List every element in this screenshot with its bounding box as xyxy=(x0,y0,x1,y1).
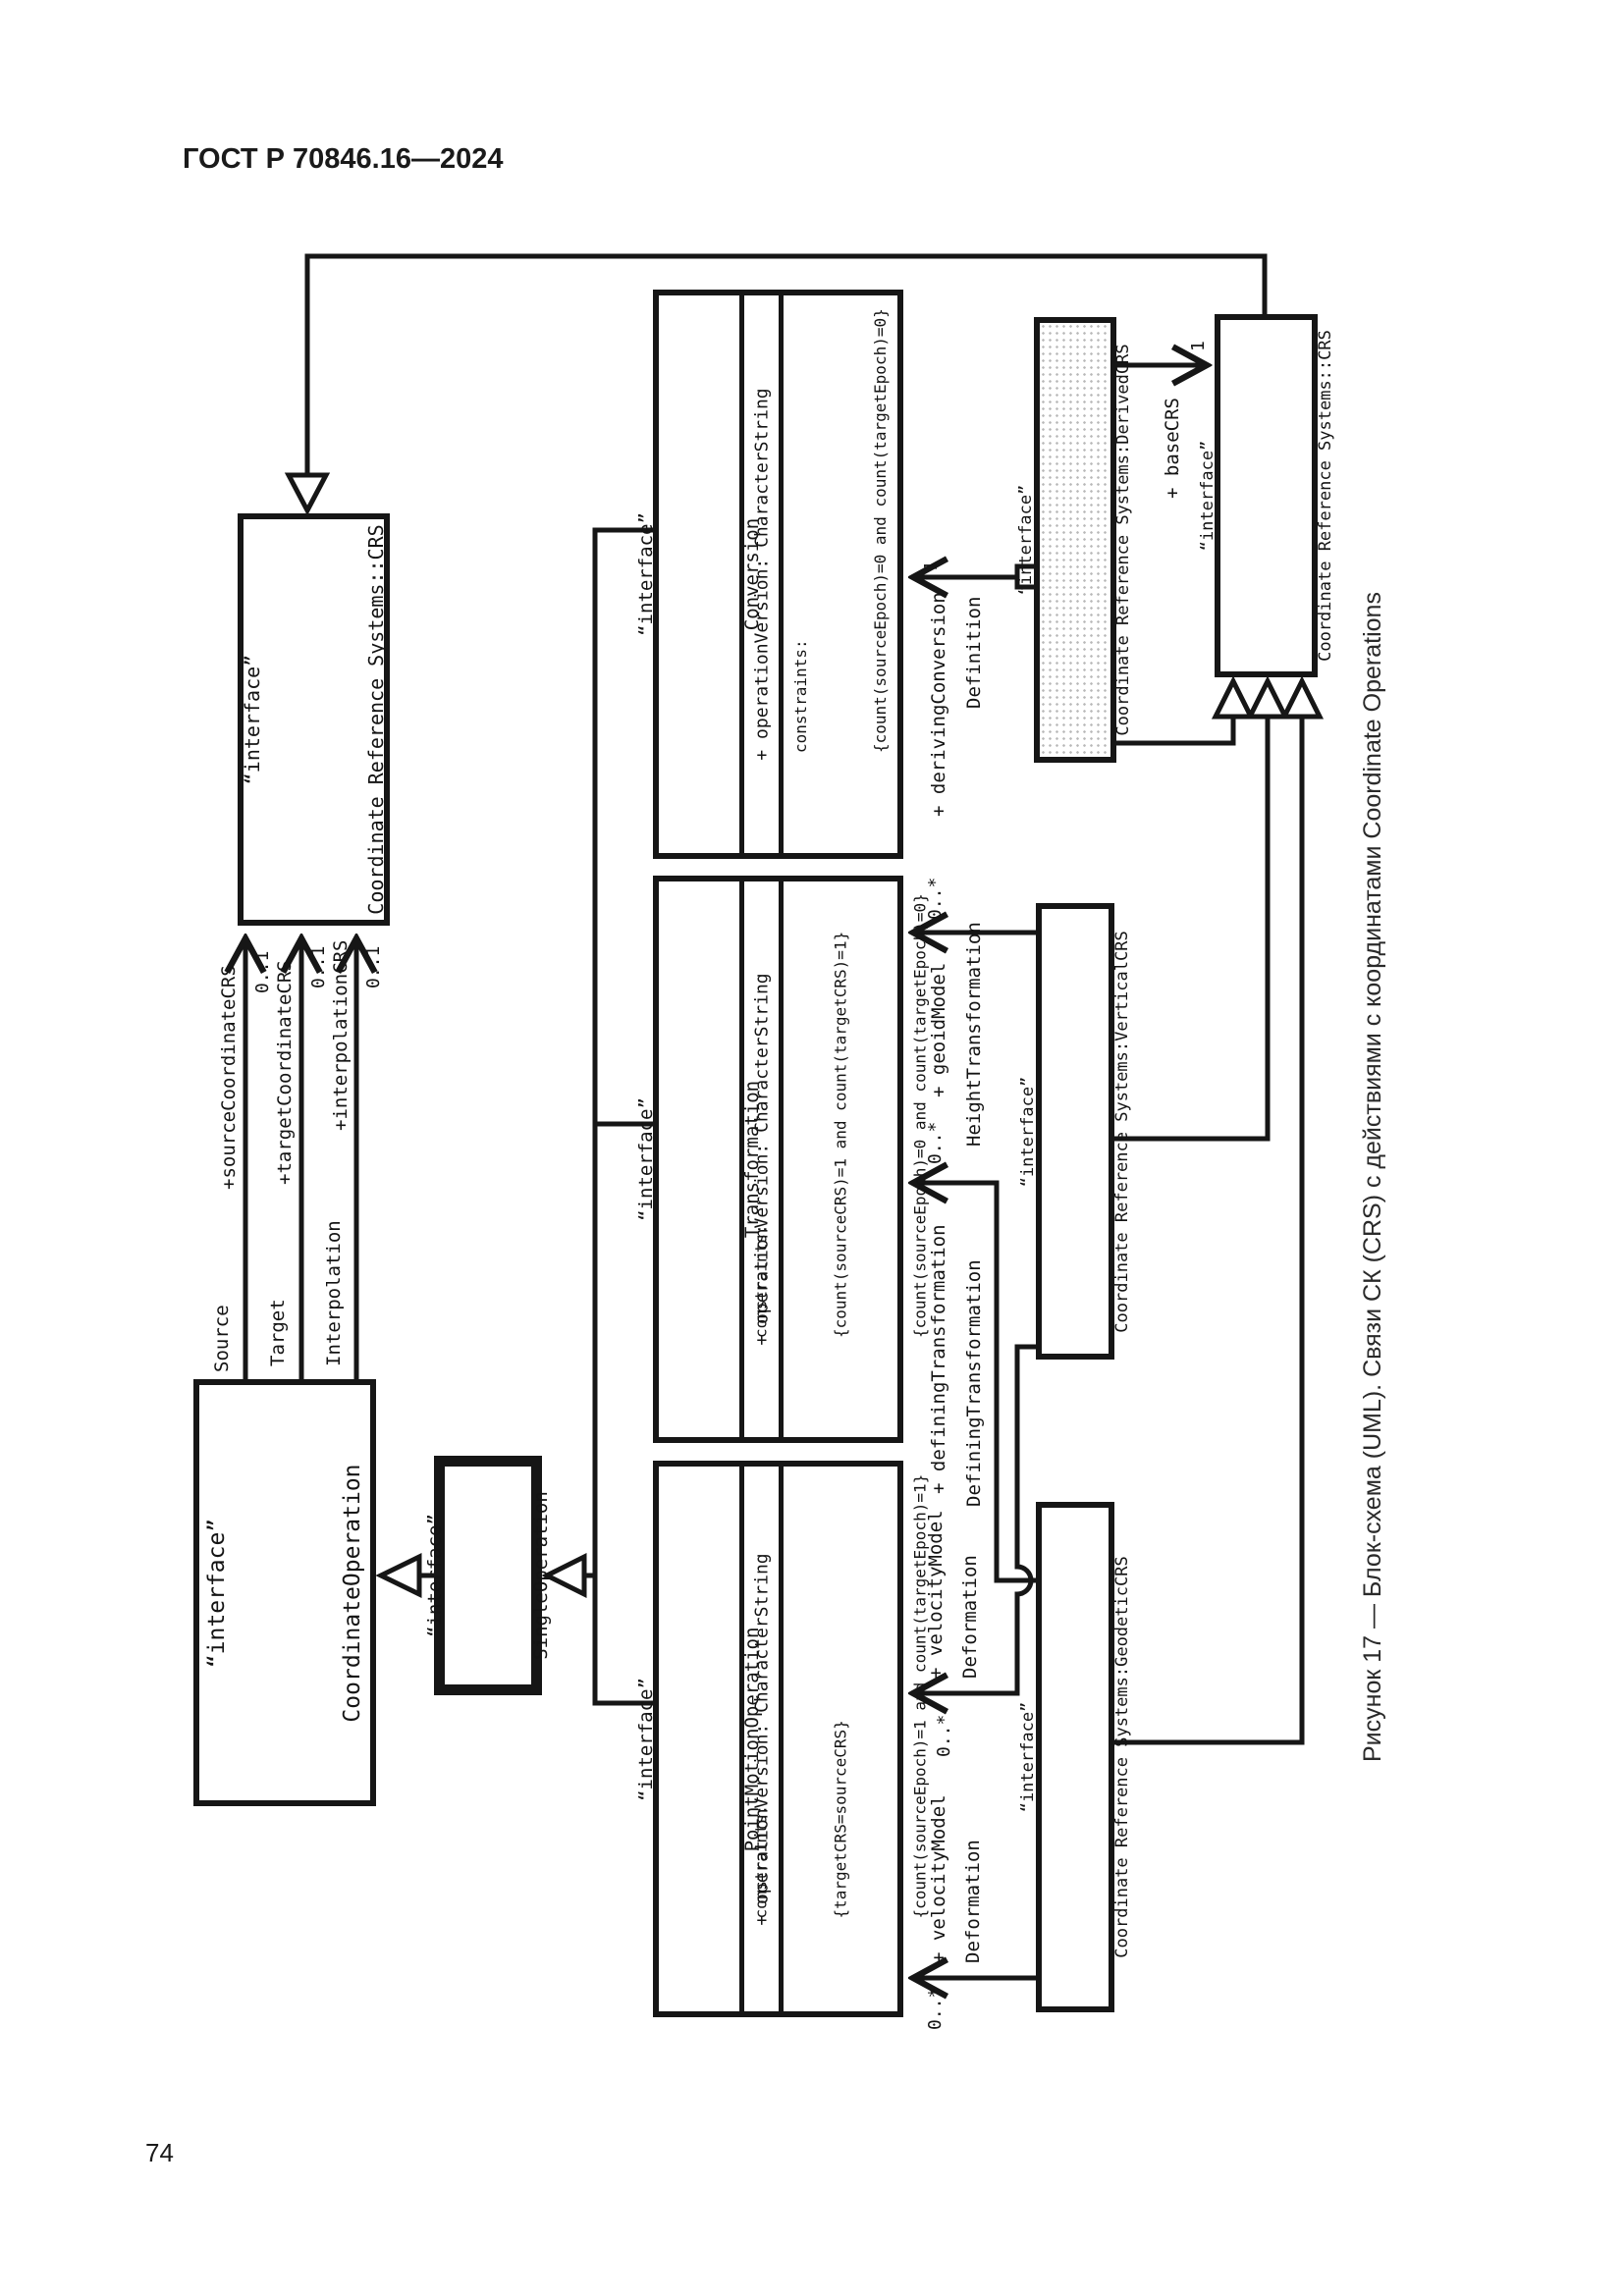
geodeticcrs-stereotype: “interface” xyxy=(1018,1701,1038,1813)
geodeticcrs-name: Coordinate Reference Systems:GeodeticCRS xyxy=(1112,1556,1132,1958)
class-verticalcrs: “interface” Coordinate Reference Systems… xyxy=(1018,903,1132,1360)
class-geodeticcrs: “interface” Coordinate Reference Systems… xyxy=(1018,1502,1132,2012)
assoc-source-name: Source xyxy=(211,1305,233,1372)
assoc-derivingconversion-mult: 1 xyxy=(921,561,942,571)
assoc-derivingconversion-role: + derivingConversion xyxy=(928,592,949,817)
assoc-source-role: +sourceCoordinateCRS xyxy=(218,965,240,1190)
crs-left-name: Coordinate Reference Systems::CRS xyxy=(363,524,388,915)
conversion-stereotype: “interface” xyxy=(635,512,657,636)
assoc-definingtransformation-name: DefiningTransformation xyxy=(963,1259,985,1507)
coordinateoperation-stereotype: “interface” xyxy=(204,1518,230,1668)
transformation-stereotype: “interface” xyxy=(635,1097,657,1221)
gen-triangle-crs-right-3 xyxy=(1279,675,1325,720)
gen-triangle-singleoperation xyxy=(541,1552,587,1599)
verticalcrs-name: Coordinate Reference Systems:VerticalCRS xyxy=(1112,930,1132,1333)
transformation-attr-compartment: + operationVersion: CharacterString xyxy=(739,881,779,1437)
assoc-velocitymodel-geodetic-role: + velocityModel xyxy=(928,1794,949,1963)
crs-right-stereotype: “interface” xyxy=(1197,440,1218,552)
pointmotion-stereotype: “interface” xyxy=(635,1677,657,1801)
assoc-basecrs-mult: 1 xyxy=(1188,341,1209,351)
assoc-velocitymodel-vertical-mult: 0..* xyxy=(934,1714,954,1757)
transformation-constraint-1: {count(sourceCRS)=1 and count(targetCRS)… xyxy=(831,931,850,1338)
transformation-constraints-compartment: constraints: {count(sourceCRS)=1 and cou… xyxy=(752,881,930,1437)
assoc-derivingconversion-name: Definition xyxy=(963,596,985,709)
assoc-velocitymodel-vertical-name: Deformation xyxy=(959,1555,981,1679)
crs-left-stereotype: “interface” xyxy=(240,654,264,785)
gen-triangle-crs-left xyxy=(284,472,331,516)
gen-geodeticcrs-line xyxy=(1114,719,1305,1745)
gen-trunk xyxy=(592,527,655,1706)
singleoperation-stereotype: “interface” xyxy=(424,1514,446,1637)
gen-verticalcrs-line xyxy=(1114,719,1271,1142)
assoc-definingtransformation-mult: 0..* xyxy=(925,1121,946,1164)
page-number: 74 xyxy=(145,2138,174,2167)
conversion-constraints-label: constraints: xyxy=(791,639,810,753)
conversion-constraint-1: {count(sourceEpoch)=0 and count(targetEp… xyxy=(871,308,890,753)
assoc-basecrs-role: + baseCRS xyxy=(1162,398,1183,499)
gen-triangle-crs-right-2 xyxy=(1245,675,1290,720)
assoc-target-role: +targetCoordinateCRS xyxy=(274,960,296,1185)
singleoperation-name: SingleOperation xyxy=(530,1491,552,1660)
pointmotion-attr-compartment: + operationVersion: CharacterString xyxy=(739,1467,779,2011)
derivedcrs-stereotype: “interface” xyxy=(1016,484,1036,596)
assoc-target-mult: 0..1 xyxy=(308,945,329,988)
transformation-constraints-label: constraints: xyxy=(751,1224,771,1338)
assoc-velocitymodel-geodetic-name: Deformation xyxy=(962,1840,984,1963)
assoc-interpolation-name: Interpolation xyxy=(323,1220,345,1366)
assoc-velocitymodel-vertical-role: + velocityModel xyxy=(925,1510,947,1679)
gen-triangle-coordinateoperation xyxy=(375,1553,422,1598)
class-crs-left: “interface” Coordinate Reference Systems… xyxy=(238,513,390,926)
class-pointmotionoperation: “interface” PointMotionOperation + opera… xyxy=(635,1461,930,2017)
assoc-velocitymodel-geodetic-mult: 0..* xyxy=(925,1987,946,2030)
class-derivedcrs: “interface” Coordinate Reference Systems… xyxy=(1016,317,1133,763)
class-coordinateoperation: “interface” CoordinateOperation xyxy=(193,1379,376,1806)
class-singleoperation: “interface” SingleOperation xyxy=(424,1456,552,1695)
class-conversion: “interface” Conversion + operationVersio… xyxy=(635,290,903,859)
assoc-geoidmodel-mult: 0..* xyxy=(925,877,946,920)
assoc-definingtransformation-line xyxy=(913,1183,1036,1583)
assoc-source-mult: 0..1 xyxy=(252,950,273,993)
class-transformation: “interface” Transformation + operationVe… xyxy=(635,876,930,1443)
page-header: ГОСТ Р 70846.16—2024 xyxy=(183,143,504,175)
gen-derivedcrs-line xyxy=(1116,719,1236,746)
class-crs-right: “interface” Coordinate Reference Systems… xyxy=(1198,314,1335,677)
assoc-definingtransformation-role: + definingTransformation xyxy=(928,1224,949,1494)
gen-triangle-crs-right-1 xyxy=(1211,675,1256,720)
assoc-target-name: Target xyxy=(267,1299,289,1366)
crs-right-name: Coordinate Reference Systems::CRS xyxy=(1315,330,1335,662)
conversion-attr-compartment: + operationVersion: CharacterString xyxy=(739,295,779,853)
assoc-interpolation-role: +interpolationCRS xyxy=(330,939,352,1131)
assoc-geoidmodel-name: HeightTransformation xyxy=(963,922,985,1147)
pointmotion-constraint-1: {targetCRS=sourceCRS} xyxy=(831,1719,850,1918)
assoc-geoidmodel-role: + geoidModel xyxy=(928,962,949,1097)
assoc-velocitymodel-vertical-line xyxy=(913,1344,1036,1693)
verticalcrs-stereotype: “interface” xyxy=(1018,1076,1038,1187)
gen-top-line xyxy=(304,253,1268,475)
pointmotion-constraints-compartment: constraints: {targetCRS=sourceCRS} {coun… xyxy=(752,1467,930,2011)
pointmotion-constraints-label: constraints: xyxy=(751,1804,771,1918)
assoc-interpolation-mult: 0..1 xyxy=(363,945,384,988)
conversion-constraints-compartment: constraints: {count(sourceEpoch)=0 and c… xyxy=(779,295,897,853)
